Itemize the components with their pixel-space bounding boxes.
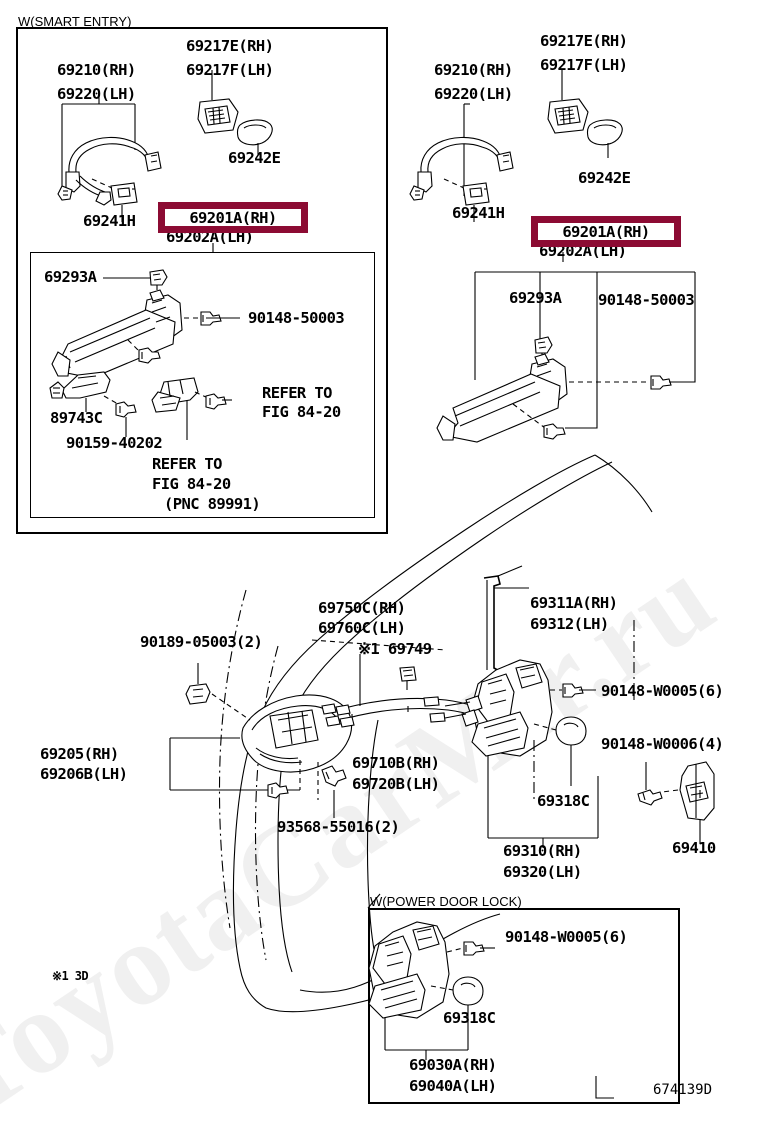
- label-69206b-lh: 69206B(LH): [40, 765, 128, 783]
- label-93568-55016: 93568-55016(2): [277, 818, 400, 836]
- diagram-id-code: 674139D: [653, 1082, 713, 1098]
- lock-rod-art: [483, 565, 529, 677]
- label-69217f-lh-left: 69217F(LH): [186, 61, 274, 79]
- striker-art: [637, 761, 715, 844]
- highlighted-part-69201a-right[interactable]: 69201A(RH): [531, 216, 681, 247]
- label-69318c-pdl: 69318C: [443, 1009, 496, 1027]
- label-69030a-rh: 69030A(RH): [409, 1056, 497, 1074]
- label-69312-lh: 69312(LH): [530, 615, 609, 633]
- label-69749: ※1 69749: [358, 640, 432, 658]
- right-handle-cover-art: [547, 70, 589, 134]
- door-lock-assembly-art: [444, 620, 635, 848]
- smart-entry-inner-box: [30, 252, 375, 518]
- highlight-label-left: 69201A(RH): [189, 208, 277, 227]
- label-90148-w0005-pdl: 90148-W0005(6): [505, 928, 628, 946]
- label-69217e-rh-right: 69217E(RH): [540, 32, 628, 50]
- label-69210-rh-left: 69210(RH): [57, 61, 136, 79]
- label-refer-b-line3: (PNC 89991): [164, 495, 261, 513]
- right-inner-mechanism-art: [436, 252, 696, 443]
- label-69320-lh: 69320(LH): [503, 863, 582, 881]
- label-69217f-lh-right: 69217F(LH): [540, 56, 628, 74]
- label-69410: 69410: [672, 839, 716, 857]
- right-plug-art: [586, 119, 623, 158]
- label-69310-rh: 69310(RH): [503, 842, 582, 860]
- smart-entry-header: W(SMART ENTRY): [18, 14, 132, 29]
- power-door-lock-header: W(POWER DOOR LOCK): [370, 894, 522, 909]
- label-90148-50003-right: 90148-50003: [598, 291, 695, 309]
- label-90148-w0005-main: 90148-W0005(6): [601, 682, 724, 700]
- inner-handle-art: [169, 663, 352, 818]
- label-69750c-rh: 69750C(RH): [318, 599, 406, 617]
- label-69318c-main: 69318C: [537, 792, 590, 810]
- highlighted-part-69201a-left[interactable]: 69201A(RH): [158, 202, 308, 233]
- label-69293a-right: 69293A: [509, 289, 562, 307]
- highlight-label-right: 69201A(RH): [562, 222, 650, 241]
- label-69220-lh-right: 69220(LH): [434, 85, 513, 103]
- label-69241h-right: 69241H: [452, 204, 505, 222]
- label-90148-w0006: 90148-W0006(4): [601, 735, 724, 753]
- label-69242e-left: 69242E: [228, 149, 281, 167]
- label-90159-40202: 90159-40202: [66, 434, 163, 452]
- label-refer-a-line1: REFER TO: [262, 384, 332, 402]
- smart-entry-outer-box: [16, 27, 388, 534]
- label-69210-rh-right: 69210(RH): [434, 61, 513, 79]
- label-89743c: 89743C: [50, 409, 103, 427]
- label-69040a-lh: 69040A(LH): [409, 1077, 497, 1095]
- label-69217e-rh-left: 69217E(RH): [186, 37, 274, 55]
- parts-diagram-canvas: ToyotaCarMir.ru W(SMART ENTRY) W(POWER D…: [0, 14, 737, 1144]
- label-69720b-lh: 69720B(LH): [352, 775, 440, 793]
- label-69760c-lh: 69760C(LH): [318, 619, 406, 637]
- label-69293a-left: 69293A: [44, 268, 97, 286]
- label-69205-rh: 69205(RH): [40, 745, 119, 763]
- label-69241h-left: 69241H: [83, 212, 136, 230]
- label-90189-05003: 90189-05003(2): [140, 633, 263, 651]
- label-69710b-rh: 69710B(RH): [352, 754, 440, 772]
- footnote-3d: ※1 3D: [52, 969, 89, 983]
- label-69311a-rh: 69311A(RH): [530, 594, 618, 612]
- label-90148-50003-left: 90148-50003: [248, 309, 345, 327]
- label-69242e-right: 69242E: [578, 169, 631, 187]
- label-refer-a-line2: FIG 84-20: [262, 403, 341, 421]
- label-refer-b-line2: FIG 84-20: [152, 475, 231, 493]
- label-refer-b-line1: REFER TO: [152, 455, 222, 473]
- label-69220-lh-left: 69220(LH): [57, 85, 136, 103]
